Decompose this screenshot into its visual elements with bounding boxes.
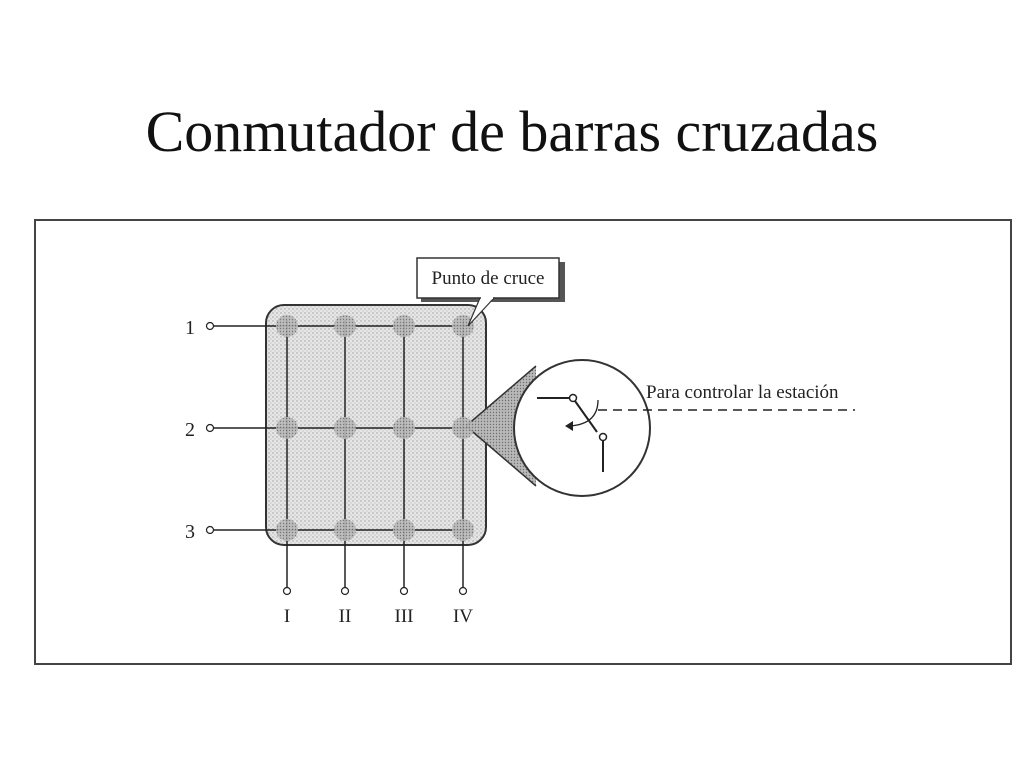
input-terminal-3 <box>205 525 215 535</box>
output-label-I: I <box>284 606 290 627</box>
figure-frame <box>34 219 1012 665</box>
magnifier-cone <box>466 366 536 486</box>
output-terminal-I <box>282 586 292 596</box>
input-label-2: 2 <box>185 419 195 441</box>
input-terminal-1 <box>205 321 215 331</box>
input-label-3: 3 <box>185 521 195 543</box>
cone-edge-bottom <box>465 425 537 487</box>
crosspoint <box>452 519 474 541</box>
magnifier-detail <box>513 359 651 497</box>
crosspoint <box>276 519 298 541</box>
crosspoint <box>452 417 474 439</box>
crosspoint <box>334 315 356 337</box>
crosspoint <box>393 315 415 337</box>
switch-blade <box>574 400 598 433</box>
callout-label: Punto de cruce <box>432 268 545 289</box>
control-label: Para controlar la estación <box>646 382 839 403</box>
cone-edge-top <box>465 365 537 427</box>
crosspoint <box>334 519 356 541</box>
output-label-II: II <box>339 606 352 627</box>
output-terminal-II <box>340 586 350 596</box>
switch-contact <box>598 432 608 442</box>
crosspoint-callout: Punto de cruce <box>416 257 565 327</box>
actuation-arrow <box>569 399 599 427</box>
output-terminal-IV <box>458 586 468 596</box>
input-terminal-2 <box>205 423 215 433</box>
crosspoint <box>452 315 474 337</box>
output-terminal-III <box>399 586 409 596</box>
crosspoint <box>276 417 298 439</box>
input-label-1: 1 <box>185 317 195 339</box>
crosspoint <box>276 315 298 337</box>
output-label-IV: IV <box>453 606 473 627</box>
magnifier-circle <box>513 359 651 497</box>
crosspoint <box>393 417 415 439</box>
callout-box <box>416 257 560 299</box>
actuation-arrowhead <box>565 421 573 431</box>
crosspoint <box>393 519 415 541</box>
crosspoints <box>276 315 474 541</box>
crosspoint <box>334 417 356 439</box>
slide-title: Conmutador de barras cruzadas <box>145 99 879 164</box>
output-label-III: III <box>395 606 414 627</box>
switch-pivot <box>568 393 578 403</box>
output-lines <box>282 320 468 596</box>
